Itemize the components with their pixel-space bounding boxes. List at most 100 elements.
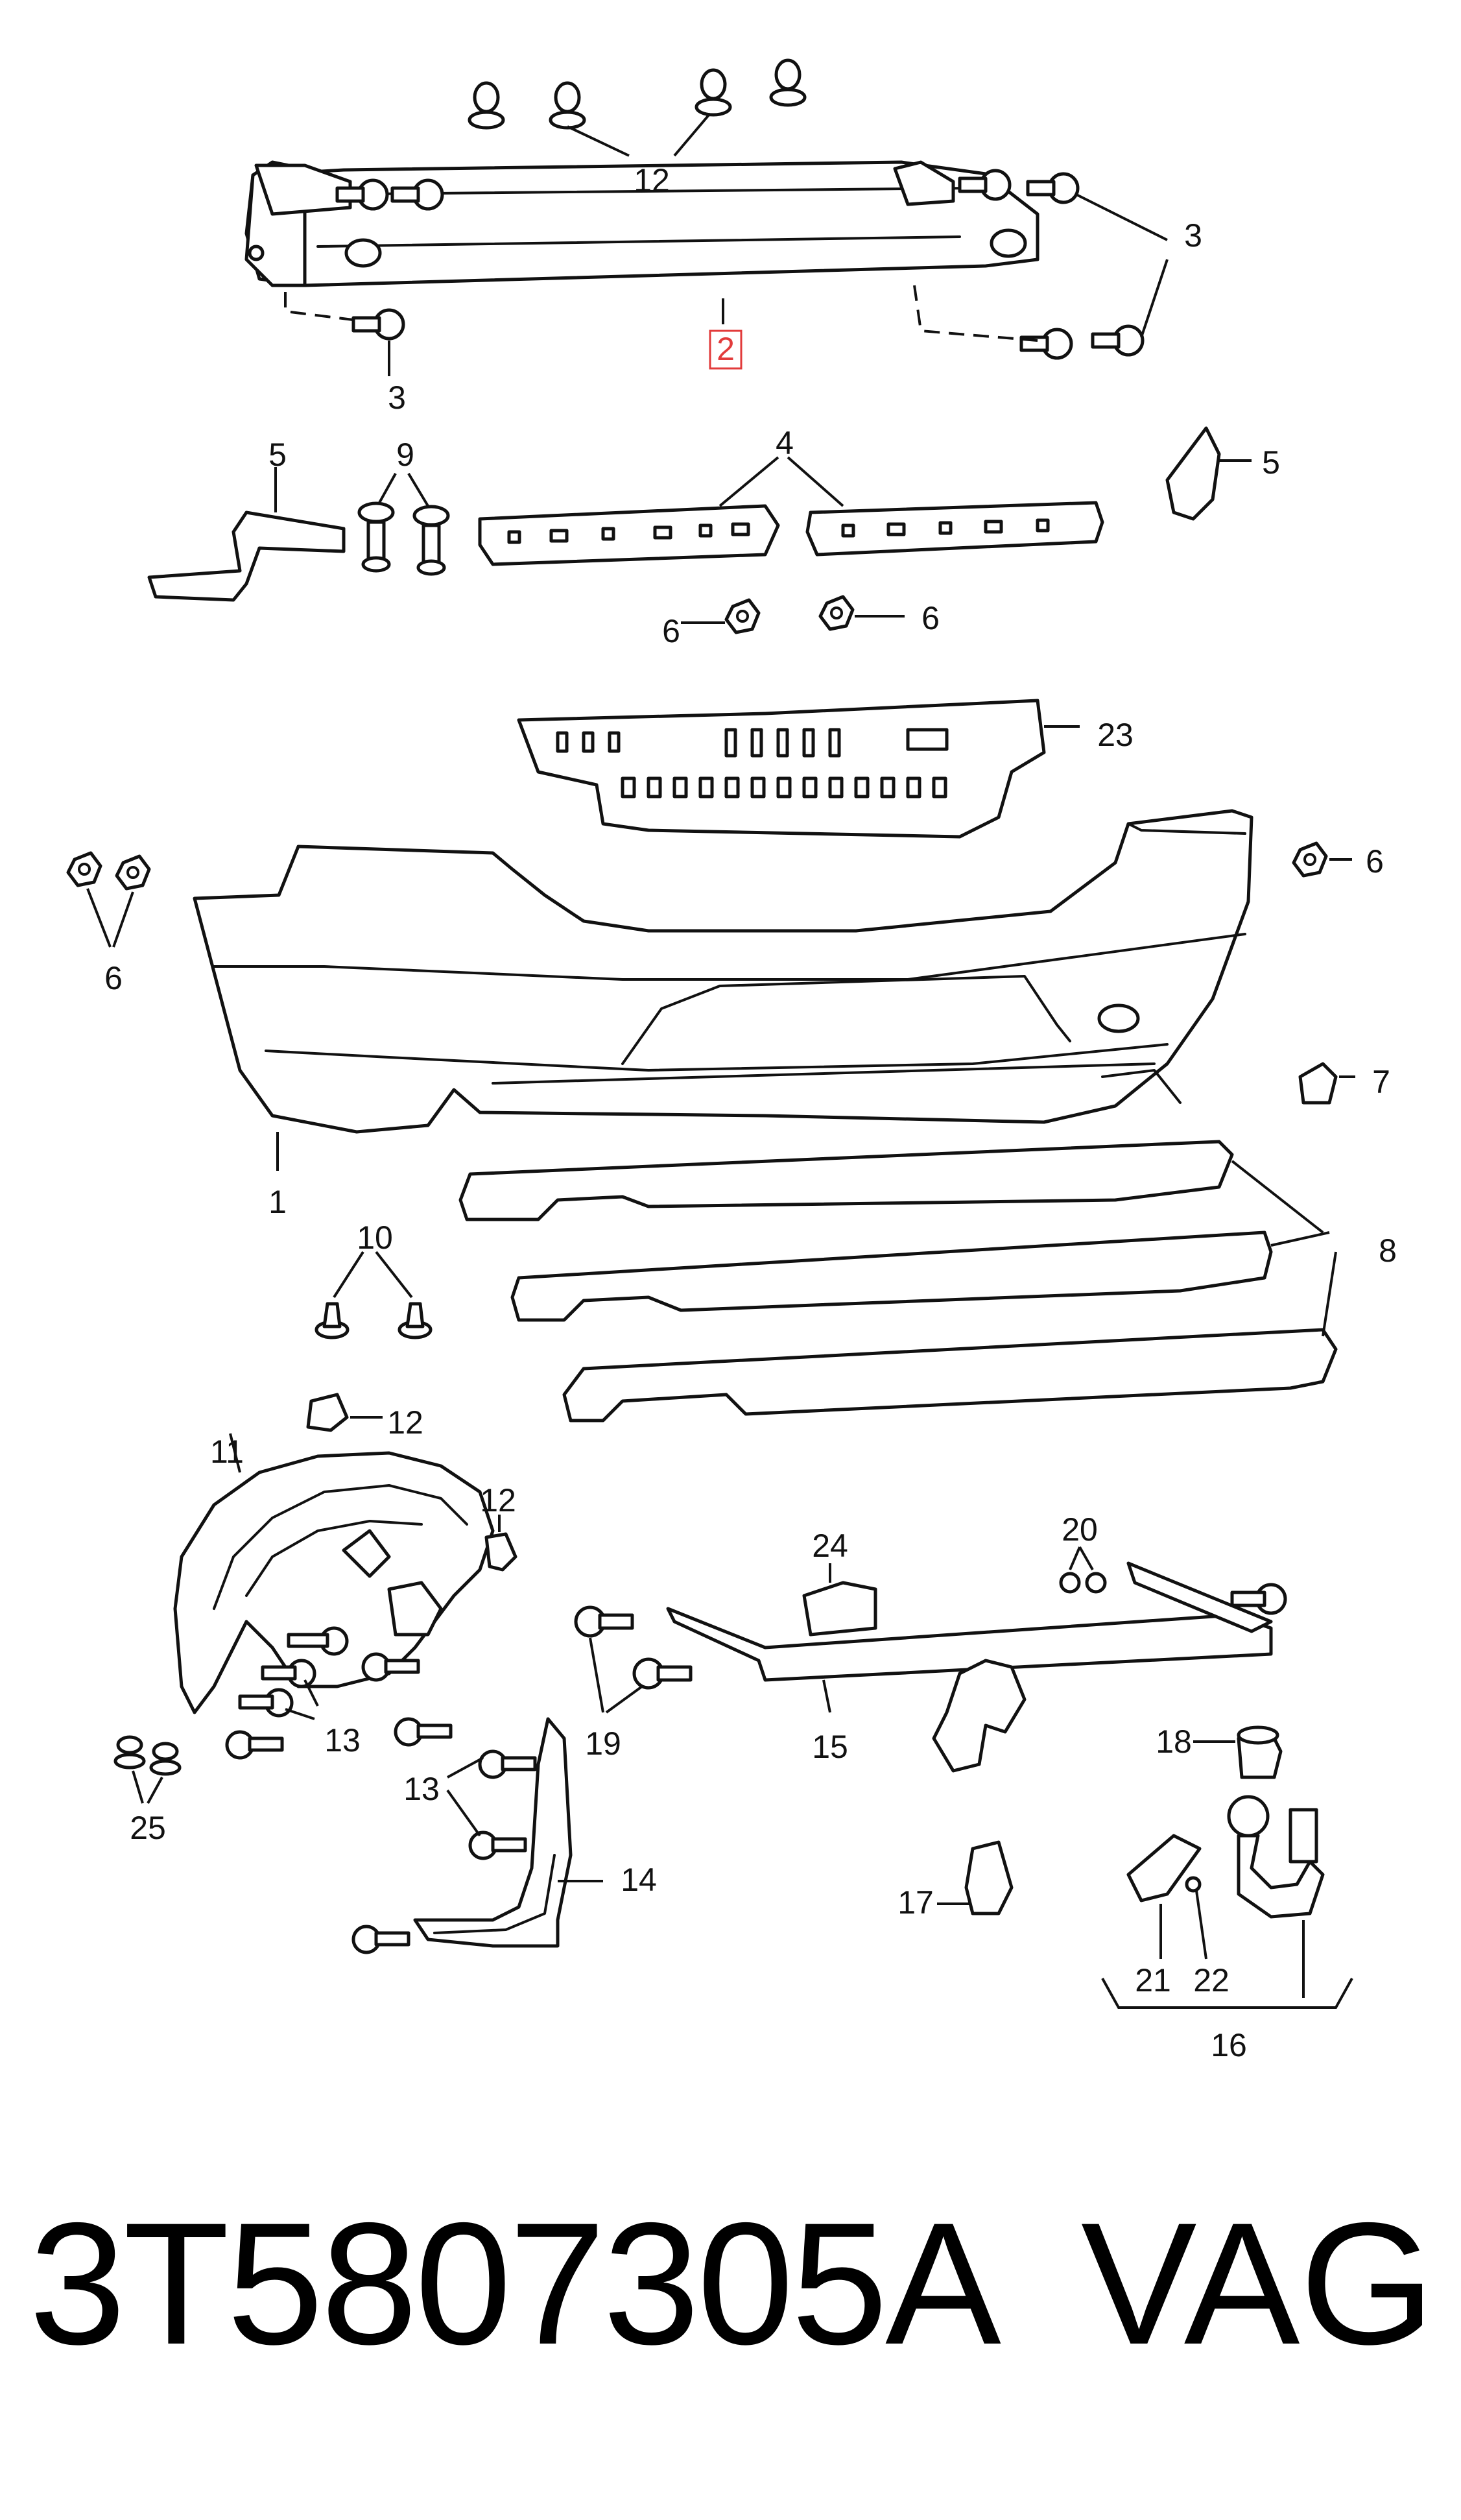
impact-bar xyxy=(244,160,1039,287)
callout-17: 17 xyxy=(897,1884,934,1921)
callout-13: 13 xyxy=(324,1722,361,1758)
callout-12: 12 xyxy=(480,1482,516,1518)
guide-rail-right xyxy=(787,456,1104,557)
screw-icon xyxy=(351,1925,410,1954)
callout-6: 6 xyxy=(662,613,680,649)
callout-6: 6 xyxy=(921,600,940,636)
bolt-icon xyxy=(390,178,444,211)
rivet-icon xyxy=(357,501,395,573)
callout-9: 9 xyxy=(396,437,414,473)
tow-ball-kit xyxy=(1101,1795,1353,2009)
clip-nut-icon xyxy=(468,81,505,130)
part-number: 3T5807305A xyxy=(29,2186,1001,2381)
nut-group-25 xyxy=(113,1735,182,1804)
guide-rail-left xyxy=(478,456,780,566)
callout-15: 15 xyxy=(812,1729,848,1765)
callout-7: 7 xyxy=(1372,1064,1390,1100)
hex-nut-icon xyxy=(66,851,102,887)
rivet-group-10 xyxy=(315,1251,433,1339)
clip-nut-icon xyxy=(549,81,586,130)
callout-6: 6 xyxy=(1366,843,1384,880)
clip-icon xyxy=(306,1393,349,1432)
callout-1: 1 xyxy=(268,1184,287,1220)
bolt-icon xyxy=(1091,324,1145,357)
hex-nut-icon xyxy=(1292,841,1328,878)
screw-icon xyxy=(468,1830,527,1860)
screw-group-13-liner xyxy=(225,1626,453,1760)
guide-bracket-left xyxy=(147,467,346,602)
flange-nut-icon xyxy=(113,1735,146,1770)
callout-20: 20 xyxy=(1062,1511,1098,1548)
bolt-icon xyxy=(1019,328,1073,360)
callout-24: 24 xyxy=(812,1528,848,1564)
callout-13: 13 xyxy=(403,1771,440,1807)
callout-12: 12 xyxy=(387,1404,423,1441)
screw-icon xyxy=(478,1749,537,1779)
bolt-icon xyxy=(958,169,1012,201)
clip-group-12-top xyxy=(468,58,807,324)
callout-2: 2 xyxy=(717,331,735,367)
callout-5: 5 xyxy=(268,437,287,473)
callout-6: 6 xyxy=(104,960,123,996)
screw-icon xyxy=(261,1659,316,1688)
nut-group-6-lower xyxy=(66,841,1352,948)
bolt-group-19 xyxy=(574,1583,1287,1714)
callout-22: 22 xyxy=(1193,1962,1229,1998)
callout-11: 11 xyxy=(210,1434,244,1470)
screw-icon xyxy=(394,1717,453,1747)
callout-3: 3 xyxy=(388,379,406,416)
bracket-24 xyxy=(802,1563,877,1637)
footer: 3T5807305A VAG xyxy=(0,2186,1461,2381)
callout-14: 14 xyxy=(621,1862,657,1898)
hex-nut-icon xyxy=(818,595,855,631)
flange-nut-icon xyxy=(149,1742,182,1776)
callout-19: 19 xyxy=(585,1725,621,1762)
screw-icon xyxy=(238,1688,294,1718)
screw-icon xyxy=(287,1626,349,1656)
tow-crossmember xyxy=(666,1561,1273,1773)
callout-8: 8 xyxy=(1379,1232,1397,1269)
callout-16: 16 xyxy=(1211,2027,1247,2063)
callout-18: 18 xyxy=(1156,1723,1192,1760)
screw-icon xyxy=(225,1730,284,1760)
cap-18 xyxy=(1193,1725,1283,1779)
bumper-cover xyxy=(193,809,1253,1171)
clip-nut-icon xyxy=(695,68,732,117)
callout-21: 21 xyxy=(1135,1962,1171,1998)
screw-icon xyxy=(361,1652,420,1682)
callout-5: 5 xyxy=(1262,444,1280,481)
clip-group-12-middle xyxy=(306,1393,517,1572)
rivet-icon xyxy=(315,1302,350,1339)
screw-group-13-flap xyxy=(351,1749,537,1954)
callout-labels: 12 3 2 3 5 9 4 5 6 6 23 6 6 7 1 10 8 12 … xyxy=(104,162,1397,2063)
bolt-icon xyxy=(1026,172,1080,204)
clip-icon xyxy=(484,1532,517,1572)
callout-4: 4 xyxy=(776,425,794,461)
callout-12: 12 xyxy=(634,162,670,198)
diffuser-variant-b xyxy=(510,1230,1330,1322)
expanding-rivet-group-9 xyxy=(357,472,450,576)
cap-7 xyxy=(1298,1062,1355,1105)
bolt-group-3 xyxy=(284,169,1169,376)
bolt-icon xyxy=(632,1657,693,1690)
bolt-icon xyxy=(574,1605,634,1638)
bolt-icon xyxy=(1230,1583,1287,1615)
diffuser-variant-c xyxy=(562,1251,1338,1422)
callout-3: 3 xyxy=(1184,217,1202,254)
energy-absorber xyxy=(517,699,1080,839)
wheel-housing-liner xyxy=(173,1433,495,1714)
nut-group-6-upper xyxy=(681,595,905,634)
bolt-icon xyxy=(335,178,389,211)
rivet-icon xyxy=(398,1302,433,1339)
brand-name: VAG xyxy=(1080,2186,1435,2381)
washer-group-20 xyxy=(1059,1546,1107,1594)
mud-flap xyxy=(413,1717,603,1948)
callout-23: 23 xyxy=(1097,717,1134,753)
diffuser-variant-a xyxy=(458,1140,1324,1234)
callout-25: 25 xyxy=(130,1810,166,1846)
hex-nut-icon xyxy=(724,598,761,634)
highlight-box xyxy=(709,330,742,370)
callout-10: 10 xyxy=(357,1219,393,1256)
hex-nut-icon xyxy=(115,854,151,891)
